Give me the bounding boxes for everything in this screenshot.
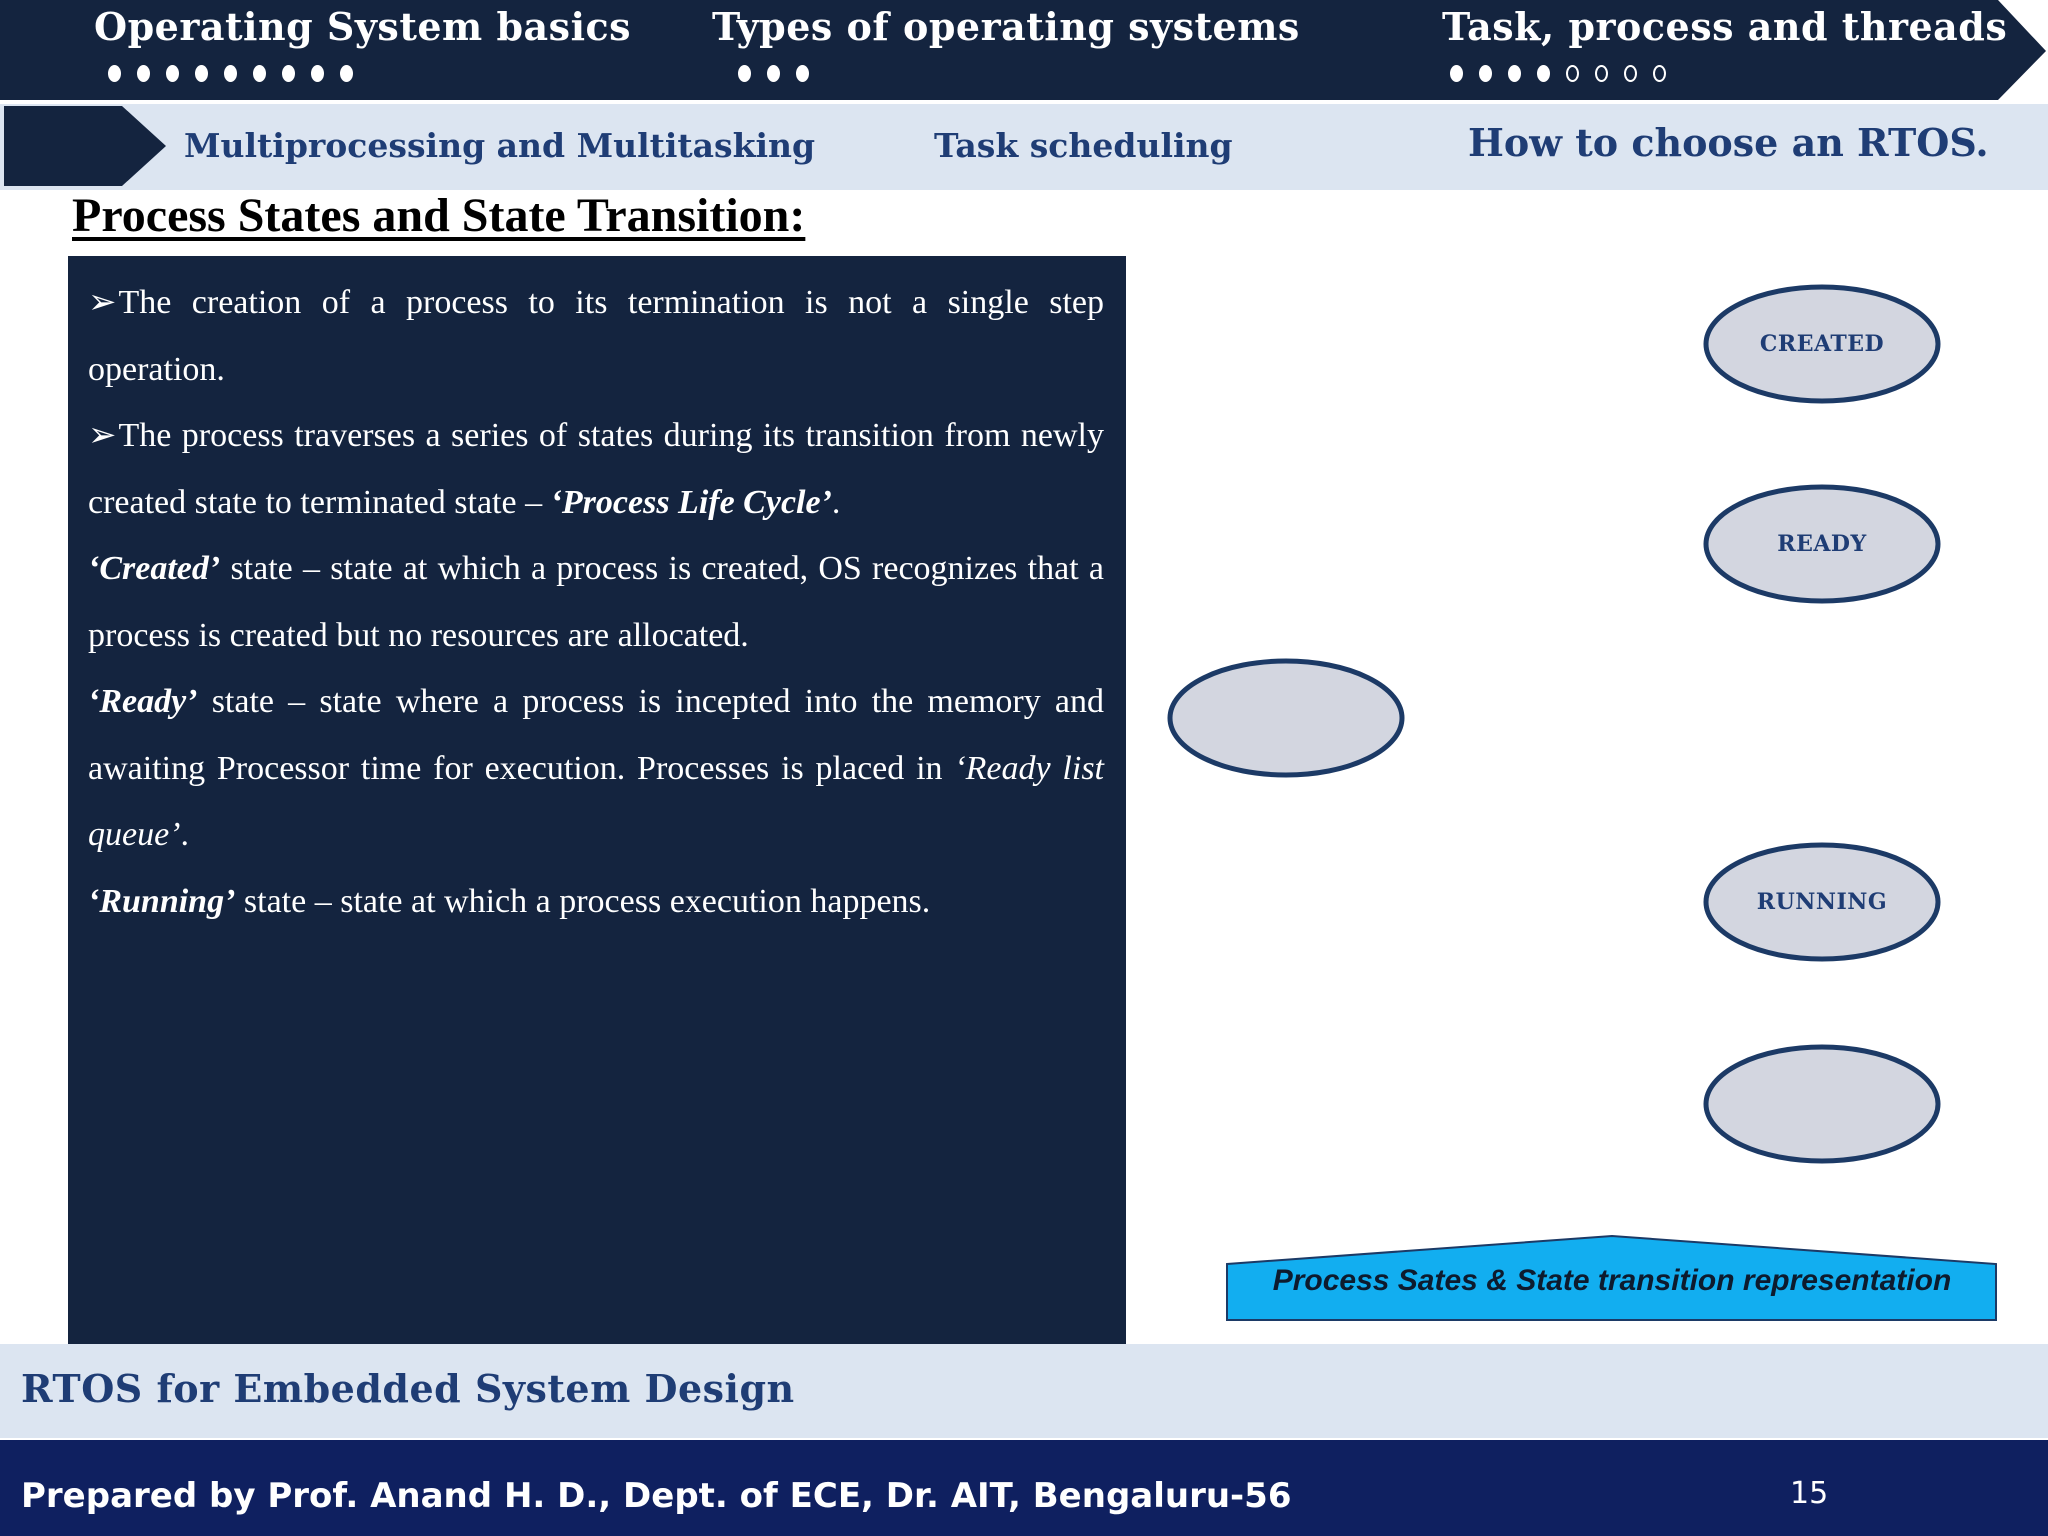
subsection-nav-band: Multiprocessing and Multitasking Task sc…: [0, 104, 2048, 190]
visited-slide-dot[interactable]: [1508, 65, 1521, 82]
visited-slide-dot[interactable]: [195, 65, 208, 82]
visited-slide-dot[interactable]: [224, 65, 237, 82]
visited-slide-dot[interactable]: [1479, 65, 1492, 82]
ellipse-shape: [1703, 484, 1941, 604]
ellipse-shape: [1703, 284, 1941, 404]
emphasis-text: ‘Process Life Cycle’: [550, 483, 832, 521]
state-node-running[interactable]: RUNNING: [1702, 840, 1942, 964]
content-panel: ➢The creation of a process to its termin…: [68, 256, 1126, 1352]
term-created: ‘Created’: [88, 550, 221, 587]
nav-section-title[interactable]: Operating System basics: [94, 4, 632, 49]
ellipse-shape: [1703, 842, 1941, 962]
definition-item: ‘Ready’ state – state where a process is…: [88, 669, 1104, 869]
bullet-item: ➢The process traverses a series of state…: [88, 403, 1104, 536]
state-node-unlabeled-bottom[interactable]: [1702, 1042, 1942, 1166]
state-label: RUNNING: [1756, 889, 1888, 915]
state-label: [1702, 1042, 1942, 1166]
state-node-unlabeled-left[interactable]: [1166, 656, 1406, 780]
subsection-chevron: [4, 106, 166, 186]
unvisited-slide-dot[interactable]: [1595, 65, 1608, 82]
bullet-tail: .: [180, 816, 190, 853]
subsection-multiprocessing[interactable]: Multiprocessing and Multitasking: [184, 126, 816, 165]
definition-item: ‘Created’ state – state at which a proce…: [88, 536, 1104, 669]
nav-progress-dots: [1450, 65, 1666, 82]
definition-text: state – state at which a process executi…: [235, 882, 931, 920]
course-title: RTOS for Embedded System Design: [21, 1366, 795, 1411]
visited-slide-dot[interactable]: [108, 65, 121, 82]
visited-slide-dot[interactable]: [137, 65, 150, 82]
visited-slide-dot[interactable]: [166, 65, 179, 82]
bullet-tail: .: [831, 483, 841, 521]
definition-item: ‘Running’ state – state at which a proce…: [88, 869, 1104, 936]
subsection-task-scheduling[interactable]: Task scheduling: [934, 126, 1233, 165]
state-label: [1166, 656, 1406, 780]
unvisited-slide-dot[interactable]: [1624, 65, 1637, 82]
caption-text: Process Sates & State transition represe…: [1272, 1264, 1952, 1297]
visited-slide-dot[interactable]: [738, 65, 751, 82]
visited-slide-dot[interactable]: [767, 65, 780, 82]
footer-band: RTOS for Embedded System Design: [0, 1344, 2048, 1438]
nav-progress-dots: [738, 65, 809, 82]
top-nav-banner: Operating System basics Types of operati…: [0, 0, 2048, 102]
bottom-bar: Prepared by Prof. Anand H. D., Dept. of …: [0, 1440, 2048, 1536]
definition-text: state – state at which a process is crea…: [88, 550, 1104, 654]
term-running: ‘Running’: [88, 882, 236, 920]
visited-slide-dot[interactable]: [1537, 65, 1550, 82]
unvisited-slide-dot[interactable]: [1566, 65, 1579, 82]
term-ready: ‘Ready’: [88, 683, 198, 720]
top-banner-shape: [0, 0, 2046, 100]
author-credit: Prepared by Prof. Anand H. D., Dept. of …: [21, 1476, 1292, 1516]
slide-title: Process States and State Transition:: [72, 189, 806, 242]
definition-text: state – state where a process is incepte…: [88, 683, 1104, 787]
nav-section-os-types[interactable]: Types of operating systems: [690, 0, 1390, 102]
visited-slide-dot[interactable]: [282, 65, 295, 82]
italic-text: ‘Ready list queue’: [88, 749, 1104, 854]
bullet-text: The creation of a process to its termina…: [88, 284, 1104, 388]
nav-section-task-process-threads[interactable]: Task, process and threads: [1390, 0, 2010, 102]
visited-slide-dot[interactable]: [340, 65, 353, 82]
caption-shape: [1226, 1234, 1997, 1321]
nav-section-title[interactable]: Types of operating systems: [712, 4, 1300, 49]
bullet-item: ➢The creation of a process to its termin…: [88, 270, 1104, 403]
nav-section-os-basics[interactable]: Operating System basics: [0, 0, 690, 102]
state-node-ready[interactable]: READY: [1702, 482, 1942, 606]
page-number: 15: [1790, 1476, 1829, 1511]
state-label: READY: [1777, 531, 1867, 557]
visited-slide-dot[interactable]: [311, 65, 324, 82]
visited-slide-dot[interactable]: [1450, 65, 1463, 82]
nav-section-title[interactable]: Task, process and threads: [1442, 4, 2008, 49]
ellipse-shape: [1703, 1044, 1941, 1164]
state-label: CREATED: [1759, 331, 1885, 357]
bullet-text: The process traverses a series of states…: [88, 417, 1104, 521]
state-node-created[interactable]: CREATED: [1702, 282, 1942, 406]
subsection-choose-rtos[interactable]: How to choose an RTOS.: [1468, 120, 1989, 165]
arrow-bullet-icon: ➢: [88, 417, 117, 454]
diagram-caption: Process Sates & State transition represe…: [1226, 1234, 1998, 1322]
visited-slide-dot[interactable]: [796, 65, 809, 82]
bullet-list: ➢The creation of a process to its termin…: [88, 270, 1104, 935]
ellipse-shape: [1167, 658, 1405, 778]
arrow-bullet-icon: ➢: [88, 284, 117, 321]
visited-slide-dot[interactable]: [253, 65, 266, 82]
nav-progress-dots: [108, 65, 353, 82]
unvisited-slide-dot[interactable]: [1653, 65, 1666, 82]
